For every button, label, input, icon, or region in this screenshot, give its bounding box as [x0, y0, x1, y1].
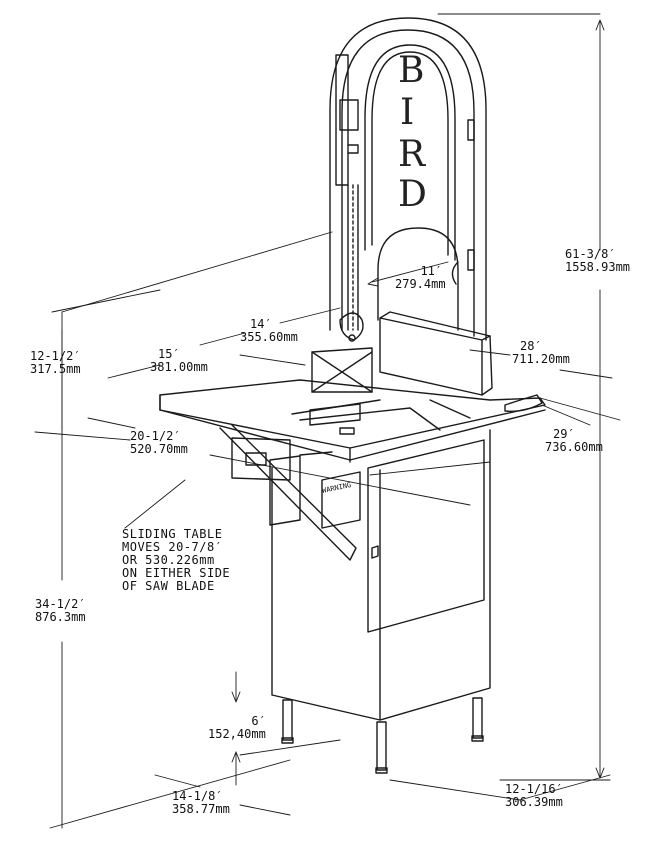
dim-table-depth: 14′ 355.60mm — [240, 318, 298, 344]
dim-leg-height: 6′ 152,40mm — [208, 715, 266, 741]
sliding-table-note: SLIDING TABLE MOVES 20-7/8′ OR 530.226mm… — [122, 528, 230, 593]
sliding-table — [159, 311, 546, 463]
note-line: SLIDING TABLE — [122, 527, 223, 541]
dim-throat-mm: 279.4mm — [395, 277, 446, 291]
dim-base-depth: 12-1/16′ 306.39mm — [505, 783, 563, 809]
dim-base-depth-mm: 306.39mm — [505, 795, 563, 809]
brand-letter-i: I — [400, 92, 415, 133]
dim-base-width-mm: 358.77mm — [172, 802, 230, 816]
dim-base-width-inch: 14-1/8′ — [172, 789, 223, 803]
dim-table-height-mm: 876.3mm — [35, 610, 86, 624]
dim-overall-height-inch: 61-3/8′ — [565, 247, 616, 261]
dim-leg-height-mm: 152,40mm — [208, 727, 266, 741]
cabinet — [271, 429, 491, 774]
dim-depth-28-mm: 711.20mm — [512, 352, 570, 366]
saw-head — [329, 17, 487, 341]
dim-fence: 15′ 381.00mm — [150, 348, 208, 374]
dimension-lines — [34, 13, 621, 829]
brand-letter-b: B — [398, 50, 425, 91]
dim-overall-height: 61-3/8′ 1558.93mm — [565, 248, 630, 274]
dim-overall-depth-inch: 29′ — [553, 427, 575, 441]
dim-overall-depth: 29′ 736.60mm — [545, 428, 603, 454]
blade-guide-column — [335, 54, 364, 342]
dim-depth-28: 28′ 711.20mm — [512, 340, 570, 366]
brand-letter-r: R — [398, 134, 426, 175]
dim-throat: 11′ 279.4mm — [395, 265, 446, 291]
note-line: MOVES 20-7/8′ — [122, 540, 223, 554]
dim-fence-mm: 381.00mm — [150, 360, 208, 374]
dim-base-depth-inch: 12-1/16′ — [505, 782, 563, 796]
dim-overall-depth-mm: 736.60mm — [545, 440, 603, 454]
dim-table-side-height: 12-1/2′ 317.5mm — [30, 350, 81, 376]
dim-table-side-height-mm: 317.5mm — [30, 362, 81, 376]
dim-base-width: 14-1/8′ 358.77mm — [172, 790, 230, 816]
dim-depth-28-inch: 28′ — [520, 339, 542, 353]
dim-table-width: 20-1/2′ 520.70mm — [130, 430, 188, 456]
note-line: OF SAW BLADE — [122, 579, 215, 593]
note-line: ON EITHER SIDE — [122, 566, 231, 580]
dim-overall-height-mm: 1558.93mm — [565, 260, 631, 274]
table-support-arm — [219, 424, 361, 561]
dim-throat-inch: 11′ — [420, 264, 443, 278]
dim-fence-inch: 15′ — [158, 347, 180, 361]
dim-table-depth-mm: 355.60mm — [240, 330, 298, 344]
dim-table-depth-inch: 14′ — [250, 317, 272, 331]
dim-table-height-inch: 34-1/2′ — [35, 597, 86, 611]
dim-table-width-inch: 20-1/2′ — [130, 429, 181, 443]
dim-table-height: 34-1/2′ 876.3mm — [35, 598, 86, 624]
dim-leg-height-inch: 6′ — [251, 714, 266, 728]
dim-table-width-mm: 520.70mm — [130, 442, 188, 456]
brand-letter-d: D — [398, 174, 427, 215]
note-line: OR 530.226mm — [122, 553, 215, 567]
dim-table-side-height-inch: 12-1/2′ — [30, 349, 81, 363]
